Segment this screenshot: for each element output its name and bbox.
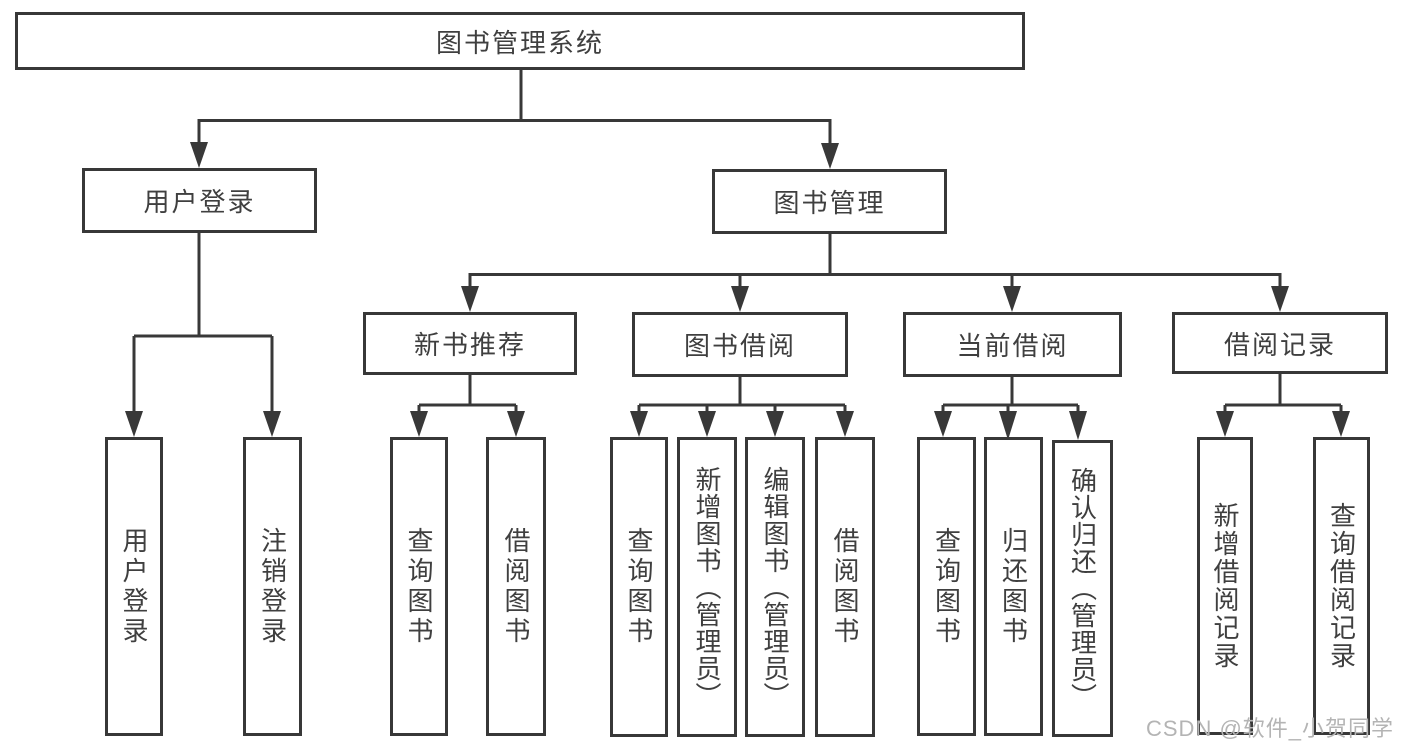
leaf-add-borrow-record: 新增借阅记录 (1197, 437, 1253, 735)
arrow-down-icon (507, 411, 525, 437)
leaf-logout: 注销登录 (243, 437, 302, 736)
arrow-down-icon (821, 143, 839, 169)
leaf-user-login: 用户登录 (105, 437, 163, 736)
arrow-down-icon (1332, 411, 1350, 437)
arrow-down-icon (1069, 411, 1087, 440)
node-new-book-recommend: 新书推荐 (363, 312, 577, 375)
leaf-query-books-borrow: 查询图书 (610, 437, 668, 737)
arrow-down-icon (125, 411, 143, 437)
node-current-borrow: 当前借阅 (903, 312, 1122, 377)
arrow-down-icon (1271, 286, 1289, 312)
node-borrow-records: 借阅记录 (1172, 312, 1388, 374)
arrow-down-icon (263, 411, 281, 437)
node-book-borrow: 图书借阅 (632, 312, 848, 377)
arrow-down-icon (1003, 286, 1021, 312)
leaf-borrow-books: 借阅图书 (815, 437, 875, 737)
arrow-down-icon (190, 142, 208, 168)
leaf-borrow-books-recommend: 借阅图书 (486, 437, 546, 736)
arrow-down-icon (934, 411, 952, 437)
leaf-query-borrow-record: 查询借阅记录 (1313, 437, 1370, 735)
arrow-down-icon (698, 411, 716, 437)
node-book-management: 图书管理 (712, 169, 947, 234)
arrow-down-icon (461, 286, 479, 312)
csdn-watermark: CSDN @软件_小贺同学 (1146, 716, 1395, 741)
leaf-confirm-return-admin: 确认归还（管理员） (1052, 440, 1113, 737)
node-root-system: 图书管理系统 (15, 12, 1025, 70)
arrow-down-icon (836, 411, 854, 437)
arrow-down-icon (731, 286, 749, 312)
arrow-down-icon (766, 411, 784, 437)
leaf-edit-books-admin: 编辑图书（管理员） (745, 437, 805, 737)
arrow-down-icon (1216, 411, 1234, 437)
leaf-add-books-admin: 新增图书（管理员） (677, 437, 737, 737)
leaf-query-books-current: 查询图书 (917, 437, 976, 736)
arrow-down-icon (410, 411, 428, 437)
arrow-down-icon (999, 411, 1017, 440)
arrow-down-icon (630, 411, 648, 437)
node-user-login: 用户登录 (82, 168, 317, 233)
leaf-return-books: 归还图书 (984, 437, 1043, 736)
leaf-query-books-recommend: 查询图书 (390, 437, 448, 736)
